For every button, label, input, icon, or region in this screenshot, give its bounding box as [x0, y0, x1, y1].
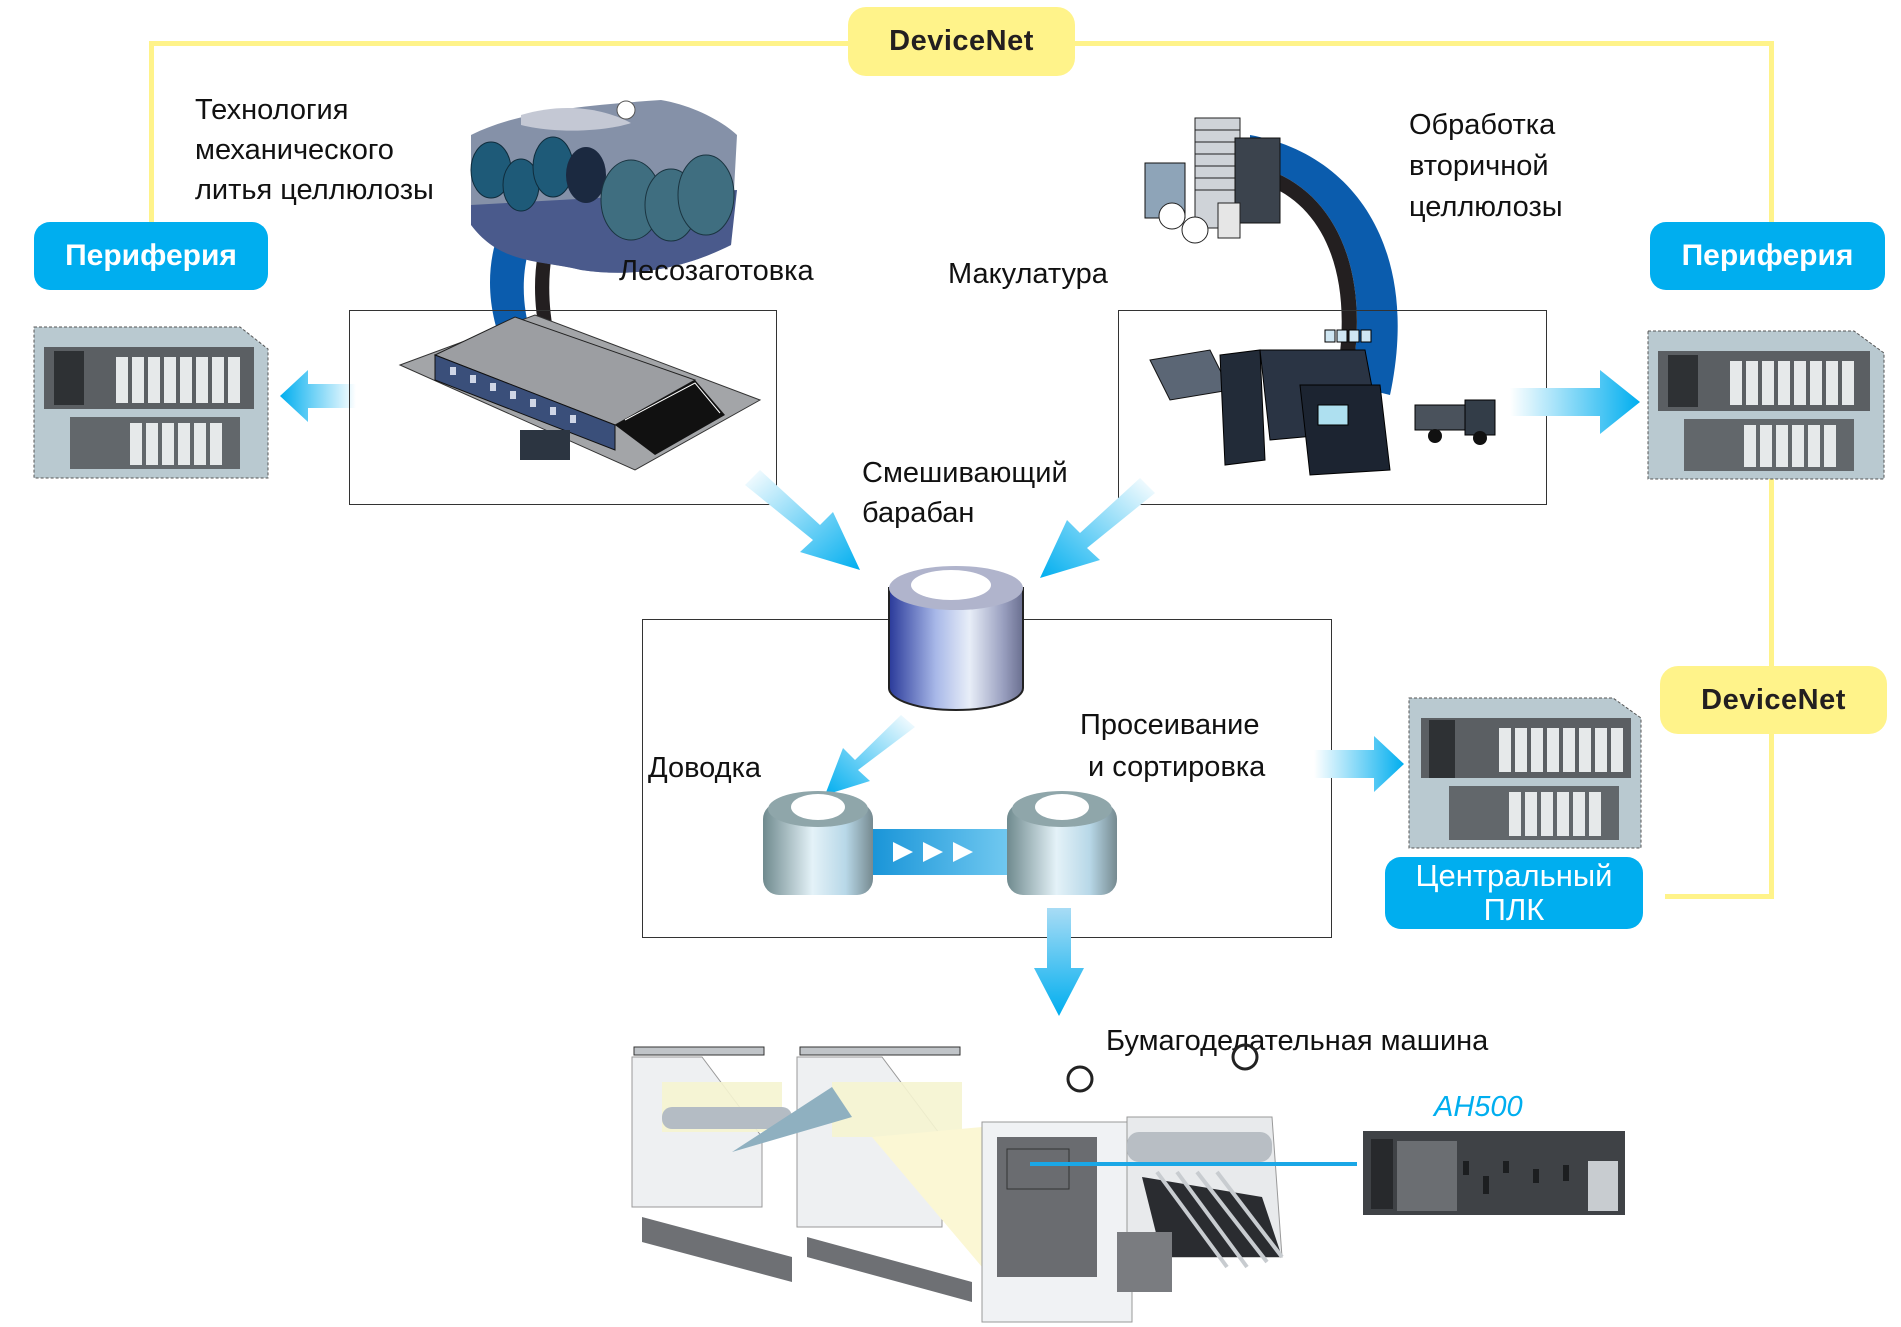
devicenet-label: DeviceNet: [1701, 683, 1846, 716]
flow-arrow-from-recycling-icon: [1040, 478, 1155, 578]
paper-machine-icon: [631, 1043, 1284, 1323]
waste-paper-icon: [1144, 117, 1281, 244]
screening-cylinder-icon: [1007, 791, 1117, 895]
central-plc-label-line1: Центральный: [1415, 858, 1613, 893]
flow-arrow-to-refining-icon: [825, 715, 915, 795]
screening-label-line2: и сортировка: [1088, 751, 1266, 783]
pulp-mill-frame: [349, 310, 777, 505]
recycling-plant-icon: [1149, 329, 1496, 476]
flow-arrow-to-paper-machine-icon: [1034, 908, 1084, 1016]
mixing-drum-icon: [888, 566, 1024, 711]
arrow-to-central-plc-icon: [1314, 736, 1404, 792]
mixing-drum-label-line2: барабан: [862, 497, 975, 529]
devicenet-bus-right-drop: [1769, 41, 1774, 223]
devicenet-label: DeviceNet: [889, 25, 1034, 57]
devicenet-bus-left-drop: [149, 41, 154, 223]
central-plc-label-line2: ПЛК: [1483, 892, 1545, 927]
logging-label: Лесозаготовка: [619, 255, 814, 287]
devicenet-badge-top: DeviceNet: [848, 7, 1075, 76]
left-periphery-badge: Периферия: [34, 222, 268, 290]
right-periphery-badge: Периферия: [1650, 222, 1885, 290]
screening-label-line1: Просеивание: [1080, 709, 1260, 741]
central-plc-badge: Центральный ПЛК: [1385, 857, 1643, 929]
mechanical-pulp-title-line2: механического: [195, 134, 394, 166]
transfer-pipe-icon: [873, 829, 1007, 875]
paper-machine-label: Бумагоделательная машина: [1106, 1025, 1489, 1057]
recycled-pulp-title-line2: вторичной: [1409, 150, 1549, 182]
refining-label: Доводка: [648, 752, 762, 784]
devicenet-badge-right: DeviceNet: [1660, 666, 1887, 734]
plc-rack-icon: [33, 326, 269, 479]
plc-rack-icon: [1647, 330, 1885, 480]
devicenet-bus-central-link: [1665, 894, 1774, 899]
arrow-to-left-periphery-icon: [280, 370, 356, 422]
periphery-label: Периферия: [65, 239, 237, 272]
recycled-pulp-title-line3: целлюлозы: [1409, 191, 1563, 223]
ah500-controller-icon: [1363, 1131, 1625, 1215]
mechanical-pulp-title-line1: Технология: [195, 94, 349, 126]
periphery-label: Периферия: [1681, 239, 1854, 272]
waste-paper-label: Макулатура: [948, 258, 1108, 290]
controller-link-line: [1030, 1162, 1357, 1166]
recycled-pulp-title-line1: Обработка: [1409, 109, 1556, 141]
mechanical-pulp-title-line3: литья целлюлозы: [195, 174, 434, 206]
pulp-mill-icon: [398, 314, 762, 471]
flow-arrow-from-mill-icon: [745, 470, 860, 570]
arrow-to-right-periphery-icon: [1510, 370, 1640, 434]
plc-rack-icon: [1408, 697, 1642, 849]
refiner-cylinder-icon: [763, 791, 873, 895]
ah500-label: AH500: [1434, 1091, 1523, 1123]
forest-icon: [470, 100, 737, 273]
mixing-drum-label-line1: Смешивающий: [862, 457, 1068, 489]
